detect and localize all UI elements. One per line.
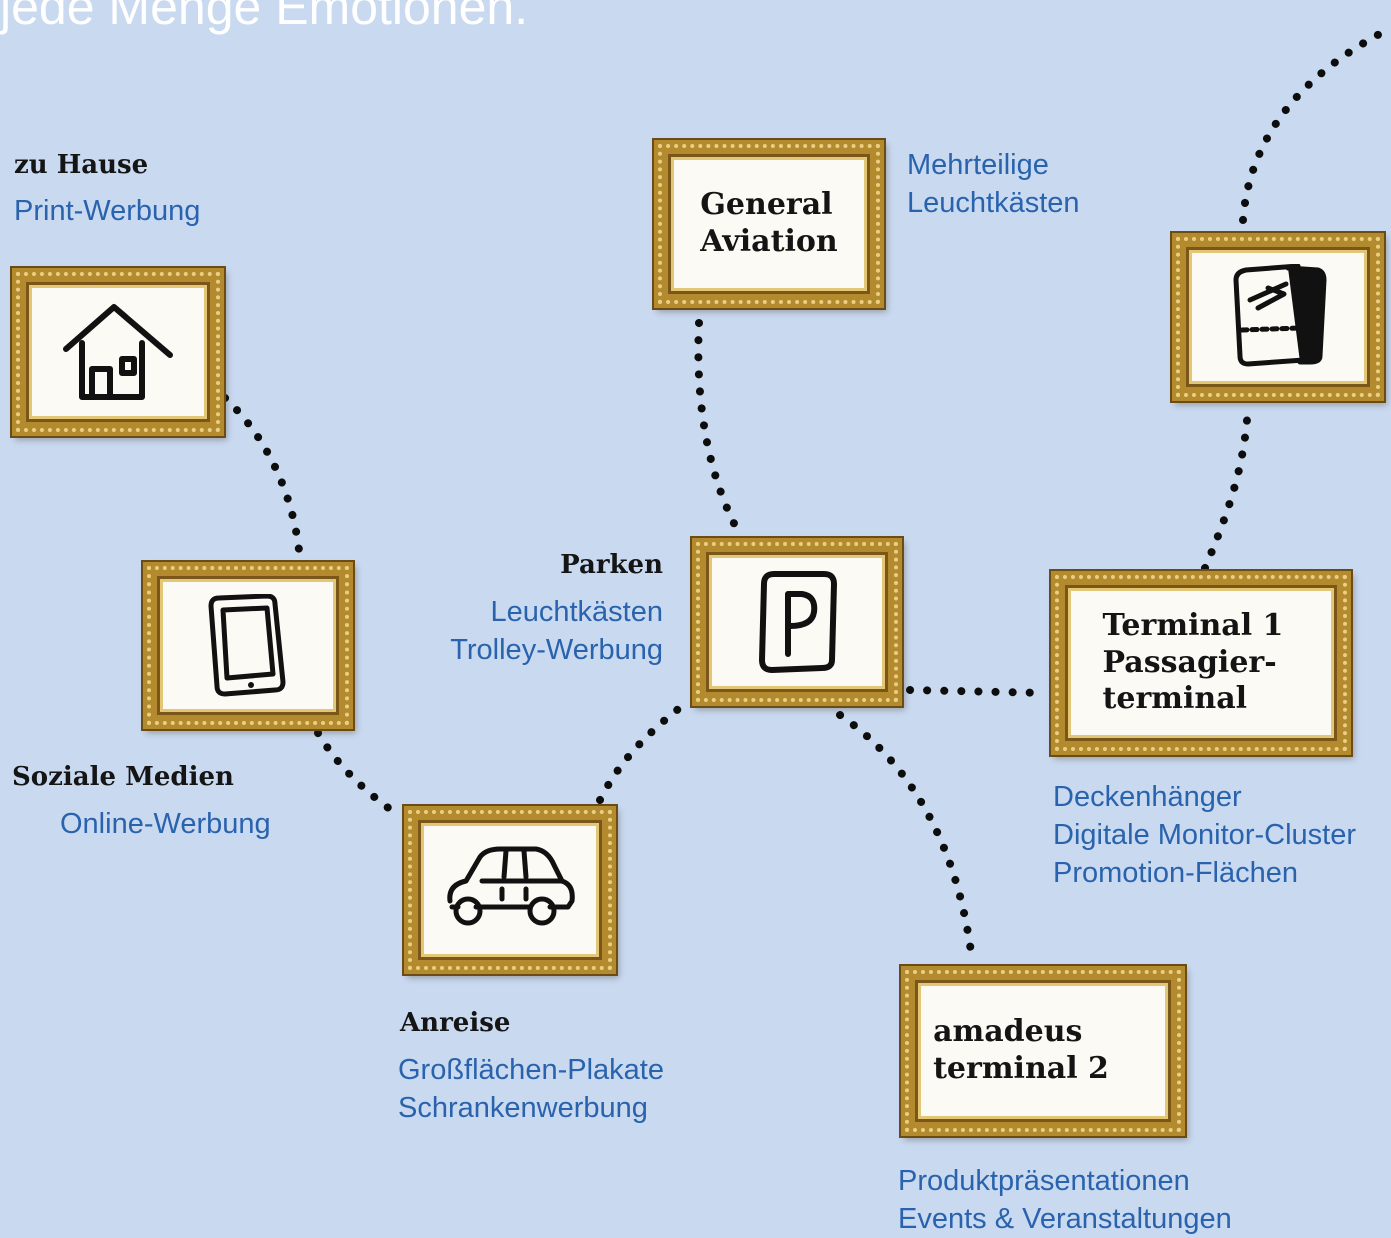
connector-car-parking (596, 696, 694, 804)
heading-anreise: Anreise (400, 1008, 511, 1038)
line-mehrteilige: Mehrteilige (907, 149, 1049, 181)
line-trolley-werbung: Trolley-Werbung (450, 634, 663, 666)
line-digitale-monitor-cluster: Digitale Monitor-Cluster (1053, 819, 1356, 851)
lines-zu-hause: Print-Werbung (14, 192, 200, 230)
connector-boarding-top (1239, 26, 1391, 224)
frame-anreise (404, 806, 616, 974)
house-icon (63, 304, 173, 400)
frame-terminal1: Terminal 1 Passagier- terminal (1051, 571, 1351, 755)
lines-parken: Leuchtkästen Trolley-Werbung (450, 593, 663, 669)
frame-general-aviation: General Aviation (654, 140, 884, 308)
connector-house-tablet (221, 394, 304, 564)
frame-parken (692, 538, 902, 706)
heading-parken: Parken (560, 550, 663, 580)
lines-terminal2: Produktpräsentationen Events & Veranstal… (898, 1162, 1232, 1238)
line-online-werbung: Online-Werbung (60, 808, 271, 840)
connector-parking-terminal1 (906, 686, 1049, 697)
heading-soziale-medien: Soziale Medien (12, 762, 234, 792)
connector-tablet-car (314, 729, 402, 819)
frame-boarding (1172, 233, 1384, 401)
connector-aviation-parking (694, 319, 744, 539)
line-leuchtkaesten: Leuchtkästen (490, 596, 663, 628)
frame-soziale-medien (143, 562, 353, 729)
frame-text-terminal1: Terminal 1 Passagier- terminal (1102, 608, 1284, 717)
frame-text-general-aviation: General Aviation (700, 187, 838, 259)
headline: jede Menge Emotionen. (0, 0, 529, 35)
line-grossflaechen-plakate: Großflächen-Plakate (398, 1054, 664, 1086)
connector-parking-terminal2 (836, 711, 976, 964)
car-icon (447, 846, 575, 926)
line-deckenhaenger: Deckenhänger (1053, 781, 1242, 813)
frame-zu-hause (12, 268, 224, 436)
lines-soziale-medien: Online-Werbung (60, 805, 271, 843)
connector-terminal1-boarding (1201, 401, 1252, 572)
lines-general-aviation: Mehrteilige Leuchtkästen (907, 146, 1080, 222)
line-events: Events & Veranstaltungen (898, 1203, 1232, 1235)
frame-terminal2: amadeus terminal 2 (901, 966, 1185, 1136)
heading-zu-hause: zu Hause (14, 150, 149, 180)
tablet-icon (208, 593, 286, 696)
frame-text-terminal2: amadeus terminal 2 (933, 1014, 1109, 1086)
lines-terminal1: Deckenhänger Digitale Monitor-Cluster Pr… (1053, 778, 1356, 892)
line-promotion-flaechen: Promotion-Flächen (1053, 857, 1298, 889)
line-leuchtkaesten-ga: Leuchtkästen (907, 187, 1080, 219)
boarding-pass-icon (1233, 264, 1327, 367)
line-print-werbung: Print-Werbung (14, 195, 201, 227)
line-produktpraesentationen: Produktpräsentationen (898, 1165, 1190, 1197)
parking-icon (759, 571, 837, 673)
line-schrankenwerbung: Schrankenwerbung (398, 1092, 648, 1124)
lines-anreise: Großflächen-Plakate Schrankenwerbung (398, 1051, 664, 1127)
